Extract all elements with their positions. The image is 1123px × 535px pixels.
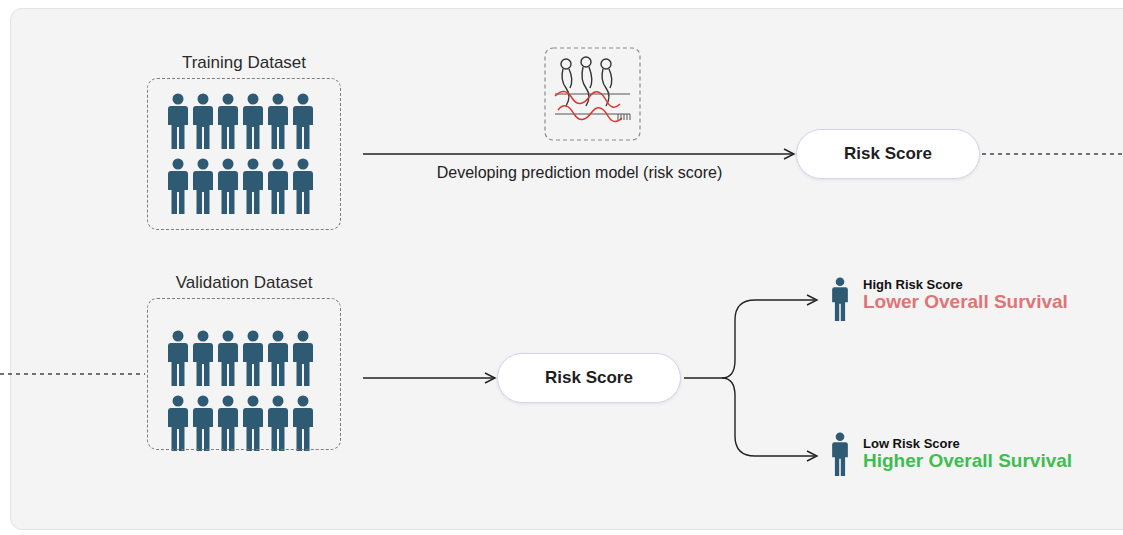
dataset-box: Validation Dataset bbox=[147, 298, 341, 450]
risk-score-pill: Risk Score bbox=[796, 129, 980, 179]
risk-level-label: Low Risk Score bbox=[863, 436, 960, 451]
person-icon bbox=[168, 331, 188, 387]
person-icon bbox=[168, 159, 188, 215]
rna-icon bbox=[545, 48, 640, 140]
person-icon bbox=[293, 396, 313, 452]
person-icon bbox=[243, 94, 263, 150]
person-icon bbox=[168, 94, 188, 150]
pill-label: Risk Score bbox=[844, 144, 932, 164]
branch-arrows bbox=[684, 295, 817, 461]
edge-label: Developing prediction model (risk score) bbox=[434, 164, 725, 182]
person-icon bbox=[218, 159, 238, 215]
pill-label: Risk Score bbox=[545, 368, 633, 388]
risk-level-label: High Risk Score bbox=[863, 277, 963, 292]
person-icon bbox=[168, 396, 188, 452]
dataset-box: Training Dataset bbox=[147, 78, 341, 230]
connector bbox=[0, 154, 1123, 374]
risk-score-pill: Risk Score bbox=[497, 353, 681, 403]
survival-outcome: Lower Overall Survival bbox=[863, 291, 1068, 313]
person-icon bbox=[293, 94, 313, 150]
person-icon bbox=[293, 159, 313, 215]
survival-outcome: Higher Overall Survival bbox=[863, 450, 1072, 472]
dataset-heading: Validation Dataset bbox=[128, 273, 360, 293]
person-icon bbox=[293, 331, 313, 387]
person-icon bbox=[243, 159, 263, 215]
person-icon bbox=[218, 94, 238, 150]
person-icon bbox=[268, 331, 288, 387]
person-icon bbox=[218, 396, 238, 452]
person-icon bbox=[243, 396, 263, 452]
person-icon bbox=[218, 331, 238, 387]
person-icon bbox=[832, 277, 848, 321]
person-icon bbox=[193, 94, 213, 150]
person-icon bbox=[268, 159, 288, 215]
person-icon bbox=[268, 94, 288, 150]
person-icon bbox=[193, 331, 213, 387]
person-icon bbox=[193, 396, 213, 452]
connector bbox=[363, 149, 794, 159]
person-icon bbox=[268, 396, 288, 452]
dataset-heading: Training Dataset bbox=[128, 53, 360, 73]
connector bbox=[363, 373, 495, 383]
person-icon bbox=[193, 159, 213, 215]
person-icon bbox=[243, 331, 263, 387]
person-icon bbox=[832, 432, 848, 476]
